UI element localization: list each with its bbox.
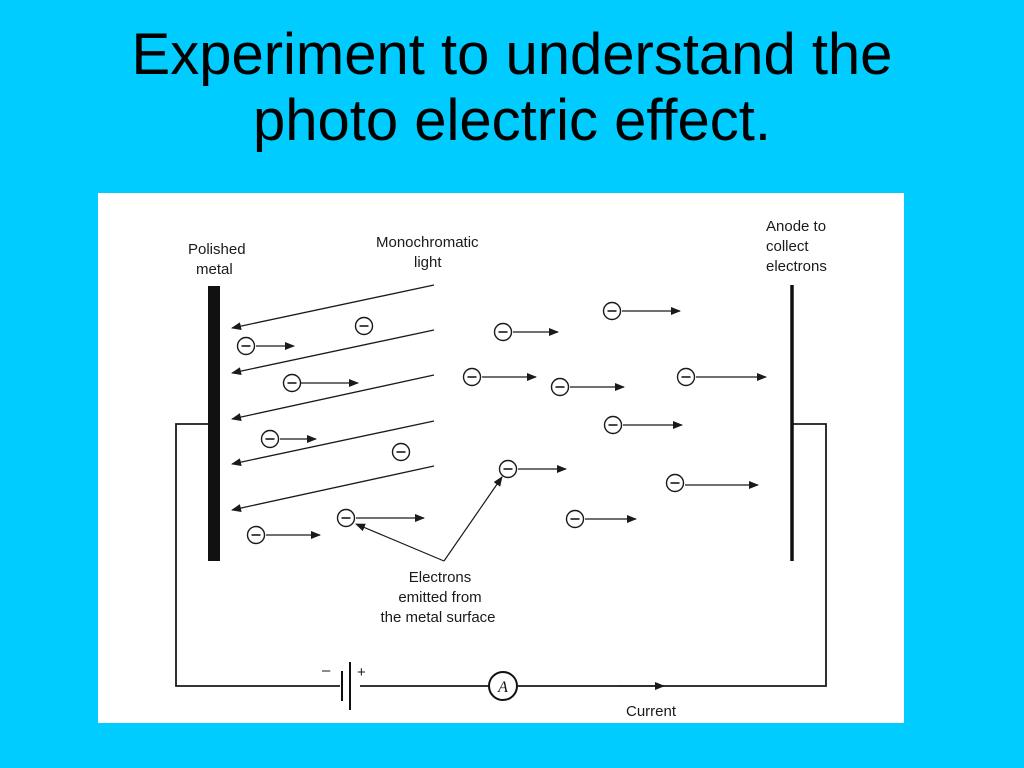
anode-label-1: Anode to (766, 218, 826, 235)
electron (493, 322, 513, 342)
wire-left (175, 423, 340, 687)
light-ray (231, 374, 435, 421)
wire-right (660, 423, 827, 687)
polished-metal-label-1: Polished (188, 241, 246, 258)
monochromatic-light-label-1: Monochromatic (376, 234, 479, 251)
battery: – + (322, 662, 366, 710)
light-ray (231, 284, 435, 331)
electrons-emitted-label-3: the metal surface (380, 609, 495, 626)
electrons-emitted-label-1: Electrons (409, 569, 472, 586)
electron (565, 509, 585, 529)
battery-minus-sign: – (322, 662, 331, 679)
anode-label-2: collect (766, 238, 809, 255)
slide-title-line-2: photo electric effect. (252, 88, 771, 153)
anode-label-3: electrons (766, 258, 827, 275)
electron (603, 415, 623, 435)
electron (354, 316, 374, 336)
callout-pointer-right (443, 476, 503, 562)
electron (336, 508, 356, 528)
polished-metal-plate (208, 286, 220, 561)
electrons (236, 301, 696, 545)
electron (260, 429, 280, 449)
electron (391, 442, 411, 462)
ammeter: A (488, 671, 518, 701)
ammeter-label: A (497, 679, 508, 696)
electrons-emitted-label-2: emitted from (398, 589, 481, 606)
slide-title: Experiment to understand the photo elect… (0, 22, 1024, 154)
ammeter-circle (488, 671, 518, 701)
polished-metal-label-2: metal (196, 261, 233, 278)
electron (246, 525, 266, 545)
electron (602, 301, 622, 321)
electron (665, 473, 685, 493)
slide-title-line-1: Experiment to understand the (131, 22, 893, 87)
electron (282, 373, 302, 393)
current-label: Current (626, 703, 677, 720)
light-ray (231, 420, 435, 467)
circuit-wires (175, 423, 827, 687)
diagram-canvas: – + A Current (175, 218, 827, 720)
light-ray (231, 329, 435, 376)
electron-arrows (256, 307, 767, 539)
light-rays (231, 284, 435, 512)
monochromatic-light-label-2: light (414, 254, 442, 271)
electron (676, 367, 696, 387)
battery-plus-sign: + (357, 664, 366, 681)
electron (236, 336, 256, 356)
electron (462, 367, 482, 387)
callout-pointer-left (355, 523, 445, 562)
electron (498, 459, 518, 479)
light-ray (231, 465, 435, 512)
photoelectric-diagram: – + A Current (98, 193, 904, 723)
electron (550, 377, 570, 397)
